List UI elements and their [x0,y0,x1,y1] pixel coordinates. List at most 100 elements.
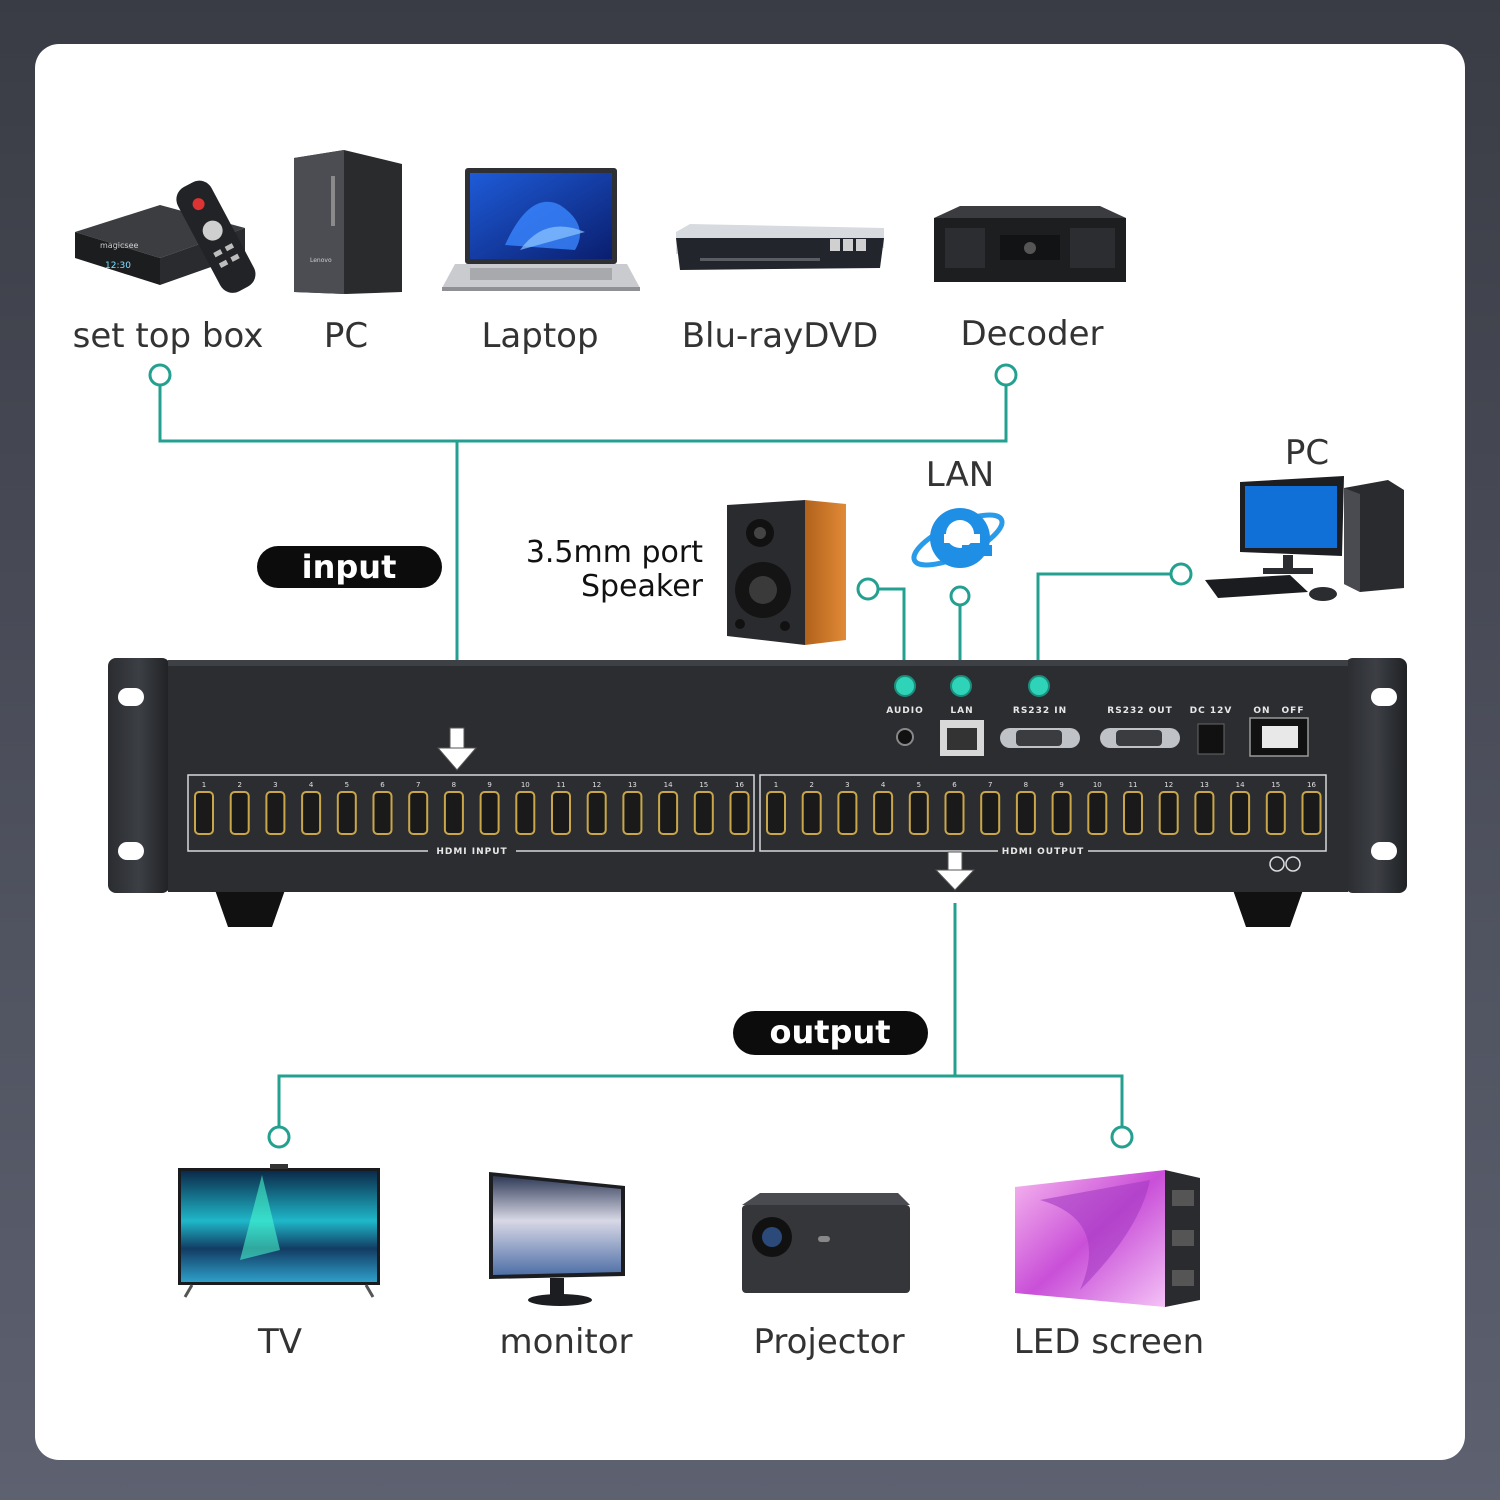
hdmi-output-port-4 [873,791,894,835]
speaker-label-line1: 3.5mm port [526,535,703,570]
panel-audio-label: AUDIO [886,706,923,716]
hdmi-output-port-1 [766,791,786,835]
hdmi-output-port-10 [1087,791,1108,835]
hdmi-output-port-number: 14 [1236,781,1245,789]
speaker-icon [727,500,846,645]
hdmi-input-port-11 [551,791,571,835]
led-screen-icon [1015,1170,1200,1307]
hdmi-output-port-number: 12 [1164,781,1173,789]
hdmi-output-port-12 [1158,791,1179,835]
hdmi-input-port-number: 4 [309,781,314,789]
panel-off-label: OFF [1282,706,1305,716]
output-pill-label: output [769,1013,890,1051]
hdmi-input-port-number: 7 [416,781,420,789]
hdmi-input-port-number: 1 [202,781,206,789]
hdmi-output-port-number: 7 [988,781,992,789]
hdmi-input-port-number: 10 [521,781,530,789]
panel-lan-label: LAN [950,706,973,716]
source-label-decoder: Decoder [960,314,1103,354]
output-node-led [1110,1125,1134,1149]
decoder-icon [934,206,1126,282]
hdmi-output-port-3 [837,791,858,835]
hdmi-input-port-2 [229,791,250,835]
hdmi-output-port-number: 5 [917,781,921,789]
output-connector-lines [277,903,1124,1127]
hdmi-output-port-11 [1123,791,1143,835]
bluray-player-icon [676,224,884,270]
speaker-node [856,577,880,601]
hdmi-input-port-number: 13 [628,781,637,789]
hdmi-input-port-number: 2 [237,781,241,789]
hdmi-output-port-8 [1015,791,1036,835]
hdmi-input-port-number: 6 [380,781,385,789]
hdmi-output-port-13 [1194,791,1215,835]
hdmi-output-port-5 [908,791,929,835]
hdmi-output-port-number: 6 [952,781,957,789]
hdmi-output-port-7 [980,791,1001,835]
output-arrow-icon [934,851,976,891]
hdmi-input-port-1 [194,791,214,835]
laptop-icon [442,168,640,291]
hdmi-input-port-number: 9 [487,781,491,789]
hdmi-input-port-number: 8 [452,781,456,789]
monitor-icon [489,1172,625,1306]
hdmi-output-port-number: 3 [845,781,849,789]
input-pill: input [257,546,442,588]
hdmi-input-port-number: 5 [345,781,349,789]
hdmi-input-port-9 [479,791,500,835]
hdmi-input-port-number: 11 [557,781,566,789]
hdmi-output-port-number: 9 [1059,781,1063,789]
hdmi-input-port-5 [336,791,357,835]
svg-text:magicsee: magicsee [100,241,138,250]
internet-explorer-icon [911,508,1005,568]
rs232-port-node [1028,675,1050,697]
hdmi-input-port-4 [301,791,322,835]
input-arrow-icon [436,727,478,771]
hdmi-input-port-3 [265,791,286,835]
hdmi-output-port-14 [1230,791,1251,835]
hdmi-output-port-number: 8 [1024,781,1028,789]
output-label-led-screen: LED screen [1014,1322,1204,1362]
hdmi-input-port-number: 3 [273,781,277,789]
lan-port-node [950,675,972,697]
hdmi-input-port-number: 12 [592,781,601,789]
hdmi-output-port-number: 15 [1271,781,1280,789]
lan-node [949,585,971,607]
input-node-decoder [994,363,1018,387]
set-top-box-icon: magicsee 12:30 [75,180,256,293]
projector-icon [742,1193,910,1293]
source-label-set-top-box: set top box [73,316,264,356]
output-label-tv: TV [257,1322,302,1362]
hdmi-input-port-13 [622,791,643,835]
hdmi-input-label: HDMI INPUT [436,847,507,857]
tv-icon [178,1164,380,1298]
hdmi-input-port-number: 14 [664,781,673,789]
hdmi-input-port-number: 16 [735,781,744,789]
lan-label: LAN [926,455,994,495]
hdmi-input-port-16 [729,791,750,835]
hdmi-output-port-number: 4 [881,781,886,789]
source-label-laptop: Laptop [481,316,598,356]
panel-rs232-in-label: RS232 IN [1013,706,1067,716]
input-pill-label: input [302,548,397,586]
svg-text:Lenovo: Lenovo [310,257,332,264]
hdmi-input-port-number: 15 [699,781,708,789]
pc-control-node [1169,562,1193,586]
hdmi-input-port-10 [515,791,536,835]
hdmi-output-port-number: 2 [809,781,813,789]
hdmi-output-port-15 [1265,791,1286,835]
hdmi-input-port-6 [372,791,393,835]
pc-tower-icon: Lenovo [294,150,402,294]
hdmi-output-port-2 [801,791,822,835]
panel-dc-label: DC 12V [1190,706,1233,716]
hdmi-output-label: HDMI OUTPUT [1002,847,1085,857]
desktop-pc-icon [1205,476,1404,601]
hdmi-output-port-number: 13 [1200,781,1209,789]
audio-port-node [894,675,916,697]
hdmi-output-port-9 [1051,791,1072,835]
hdmi-input-port-14 [658,791,679,835]
output-label-monitor: monitor [499,1322,632,1362]
hdmi-output-port-number: 10 [1093,781,1102,789]
